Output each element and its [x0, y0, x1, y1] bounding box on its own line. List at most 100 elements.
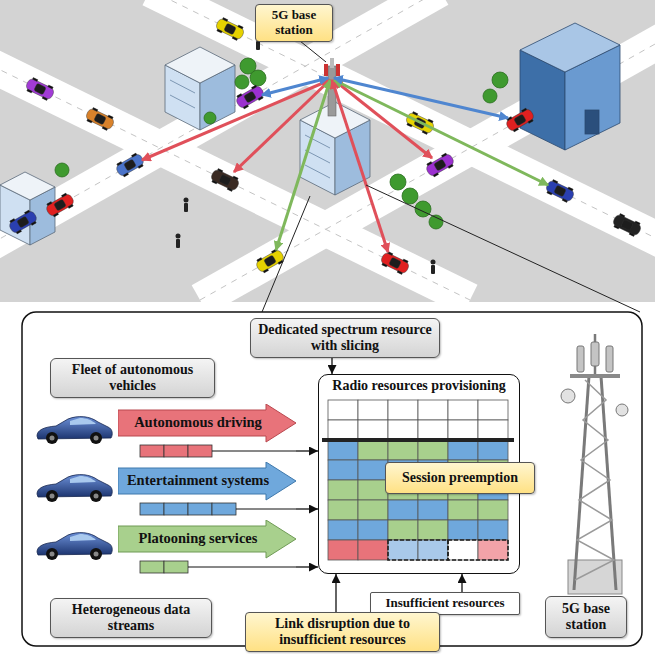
stream-arrow: Entertainment systems	[118, 462, 296, 516]
person	[176, 36, 436, 275]
stream-arrow: Platooning services	[118, 520, 296, 574]
wireless-link	[142, 78, 548, 252]
box-label: 5G base station	[256, 8, 332, 37]
stream-label: Entertainment systems	[127, 473, 269, 489]
road-marking	[0, 0, 655, 300]
building	[165, 47, 235, 130]
resource-block	[358, 480, 388, 500]
road	[0, 0, 655, 300]
window-rows	[170, 80, 330, 178]
connector-arrow	[296, 566, 318, 567]
resource-block	[328, 540, 358, 560]
resource-block	[448, 540, 478, 560]
connector-arrow	[335, 574, 336, 612]
arrow-body	[118, 404, 296, 442]
resource-block	[388, 420, 418, 440]
arrow-shape	[118, 520, 296, 574]
resource-block	[358, 520, 388, 540]
arrow-label-area: Platooning services	[120, 526, 276, 552]
callout-box: 5G base station	[255, 4, 333, 42]
resource-block	[358, 540, 388, 560]
callout-box: Heterogeneous data streams	[50, 598, 212, 638]
box-label: Heterogeneous data streams	[51, 602, 211, 633]
box-label: Fleet of autonomous vehicles	[51, 362, 214, 393]
stream-line	[212, 451, 296, 452]
preempted-blocks	[388, 540, 448, 560]
resource-block	[328, 500, 358, 520]
resource-block	[418, 420, 448, 440]
arrow-body	[118, 520, 296, 558]
data-packet	[188, 503, 212, 515]
box-label: Insufficient resources	[380, 596, 509, 611]
resource-block	[388, 540, 418, 560]
building	[520, 23, 620, 150]
callout-box: 5G base station	[545, 596, 627, 638]
data-packet	[140, 503, 164, 515]
cell-tower	[561, 334, 628, 594]
arrow-shape	[118, 462, 296, 516]
resource-block	[358, 400, 388, 420]
stream-line	[188, 567, 296, 568]
tree	[55, 58, 508, 229]
resource-block	[388, 400, 418, 420]
data-packet	[164, 561, 188, 573]
resource-block	[418, 500, 448, 520]
stream-label: Autonomous driving	[134, 415, 262, 431]
resource-block	[478, 440, 508, 460]
disrupted-blocks	[448, 540, 508, 560]
resource-block	[478, 520, 508, 540]
data-packet	[212, 503, 236, 515]
resource-block	[448, 400, 478, 420]
resource-block	[328, 460, 358, 480]
resource-block	[418, 400, 448, 420]
callout-box: Session preemption	[385, 462, 535, 494]
resource-block	[328, 480, 358, 500]
zoom-line	[366, 185, 640, 312]
box-label: Link disruption due to insufficient reso…	[246, 616, 439, 647]
connector-arrow	[331, 358, 332, 374]
resource-panel: Radio resources provisioningSession pree…	[318, 374, 520, 574]
box-label: Dedicated spectrum resource with slicing	[251, 322, 439, 353]
panel-heading: Radio resources provisioning	[329, 378, 508, 394]
resource-block	[328, 400, 358, 420]
data-packet	[164, 445, 188, 457]
vehicle	[37, 533, 112, 560]
resource-block	[418, 520, 448, 540]
resource-block	[328, 420, 358, 440]
resource-block	[388, 440, 418, 460]
resource-block	[448, 520, 478, 540]
resource-block	[358, 500, 388, 520]
stream-label: Platooning services	[139, 531, 258, 547]
resource-block	[358, 440, 388, 460]
callout-box: Fleet of autonomous vehicles	[50, 358, 215, 398]
callout-box: Link disruption due to insufficient reso…	[245, 612, 440, 652]
arrow-label-area: Autonomous driving	[120, 410, 276, 436]
resource-block	[358, 460, 388, 480]
stream-line	[236, 509, 296, 510]
leader-line	[300, 41, 326, 62]
box-label: Session preemption	[397, 470, 523, 486]
slice-boundary	[322, 438, 514, 442]
resource-block	[478, 420, 508, 440]
callout-box: Dedicated spectrum resource with slicing	[250, 318, 440, 358]
detail-panel	[22, 312, 642, 646]
resource-block	[448, 420, 478, 440]
stream-arrow: Autonomous driving	[118, 404, 296, 458]
car	[7, 16, 643, 276]
box-label: 5G base station	[546, 601, 626, 632]
resource-block	[448, 500, 478, 520]
resource-block	[388, 520, 418, 540]
connector-arrow	[296, 450, 318, 451]
resource-block	[478, 540, 508, 560]
zoom-line	[262, 196, 310, 312]
resource-block	[478, 500, 508, 520]
resource-block	[328, 440, 358, 460]
resource-block	[358, 420, 388, 440]
arrow-label-area: Entertainment systems	[120, 468, 276, 494]
data-packet	[140, 445, 164, 457]
connector-arrow	[296, 508, 318, 509]
vehicle	[37, 475, 112, 502]
resource-block	[328, 520, 358, 540]
data-packet	[164, 503, 188, 515]
